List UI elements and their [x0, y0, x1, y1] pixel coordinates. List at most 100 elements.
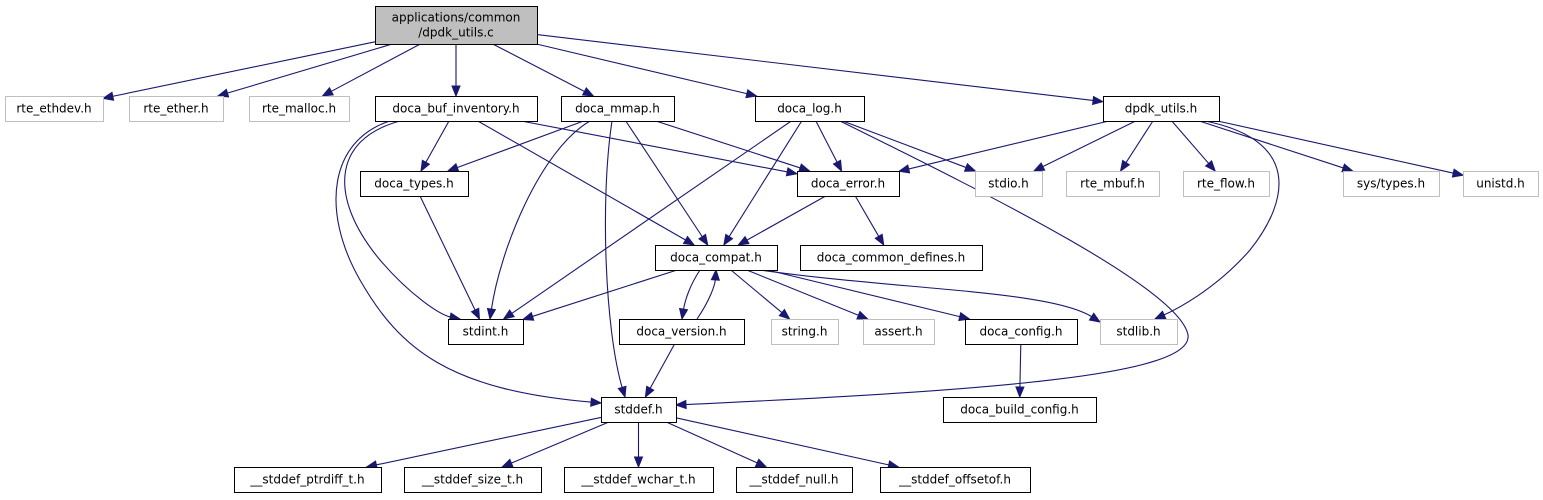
edge-dpdk_utils_h-to-stdio: [1032, 120, 1136, 172]
edge-line: [745, 195, 826, 242]
node-stddef-size[interactable]: __stddef_size_t.h: [404, 467, 542, 493]
node-doca-mmap[interactable]: doca_mmap.h: [561, 96, 675, 122]
node-box: [975, 171, 1043, 197]
node-label: rte_ethdev.h: [16, 102, 91, 116]
arrowhead-icon: [101, 91, 115, 101]
node-unistd: unistd.h: [1463, 171, 1539, 197]
node-dpdk-utils-h[interactable]: dpdk_utils.h: [1103, 96, 1220, 122]
arrowhead-icon: [1341, 163, 1354, 173]
node-box: [863, 319, 935, 345]
edge-root-to-rte_ether: [216, 43, 393, 98]
edge-line: [1199, 120, 1345, 169]
edge-doca_error-to-doca_common_defines: [854, 195, 885, 247]
arrowhead-icon: [723, 233, 734, 247]
node-stddef-wchar[interactable]: __stddef_wchar_t.h: [564, 467, 714, 493]
edge-line: [1125, 120, 1154, 164]
edge-line: [682, 269, 701, 311]
edge-stddef-to-stddef_size: [500, 421, 610, 468]
arrowhead-icon: [521, 311, 535, 321]
node-box: [234, 467, 382, 493]
node-box: [448, 319, 524, 345]
arrowhead-icon: [856, 310, 869, 320]
arrowhead-icon: [798, 163, 811, 173]
node-doca-types[interactable]: doca_types.h: [360, 171, 469, 197]
arrowhead-icon: [1153, 310, 1167, 320]
arrowhead-icon: [581, 86, 595, 97]
node-box: [943, 397, 1097, 423]
node-doca-version[interactable]: doca_version.h: [619, 319, 745, 345]
node-box: [1103, 96, 1220, 122]
node-box: [1463, 171, 1539, 197]
node-rte-ether: rte_ether.h: [129, 96, 224, 122]
node-label: assert.h: [874, 325, 922, 339]
node-label: doca_build_config.h: [960, 403, 1079, 417]
arrowhead-icon: [745, 88, 758, 99]
arrowhead-icon: [1451, 168, 1465, 178]
arrowhead-icon: [737, 235, 750, 246]
edge-dpdk_utils_h-to-sys_types: [1199, 120, 1354, 173]
node-label: doca_types.h: [374, 177, 453, 191]
edge-doca_compat-to-doca_version: [678, 269, 701, 321]
node-doca-build-config[interactable]: doca_build_config.h: [943, 397, 1097, 423]
node-label: unistd.h: [1476, 177, 1525, 191]
node-stddef-ptrdiff[interactable]: __stddef_ptrdiff_t.h: [234, 467, 382, 493]
node-sys-types: sys/types.h: [1343, 171, 1440, 197]
arrowhead-icon: [502, 309, 515, 320]
edges-layer: [101, 34, 1465, 470]
arrowhead-icon: [216, 88, 230, 98]
edge-line: [1041, 120, 1136, 168]
node-doca-error[interactable]: doca_error.h: [797, 171, 900, 197]
node-box: [5, 96, 104, 122]
node-stddef-null[interactable]: __stddef_null.h: [736, 467, 853, 493]
node-stddef-offsetof[interactable]: __stddef_offsetof.h: [880, 467, 1031, 493]
node-box: [755, 96, 865, 122]
node-box: [375, 96, 538, 122]
arrowhead-icon: [710, 268, 721, 281]
edge-line: [842, 120, 968, 169]
edge-doca_mmap-to-doca_types: [446, 120, 584, 172]
arrowhead-icon: [754, 458, 768, 468]
arrowhead-icon: [697, 233, 709, 247]
arrowhead-icon: [1015, 386, 1025, 399]
node-box: [771, 319, 839, 345]
node-label: applications/common: [392, 11, 521, 25]
arrowhead-icon: [682, 235, 696, 246]
node-label: rte_flow.h: [1197, 177, 1255, 191]
edge-doca_mmap-to-doca_compat: [625, 120, 709, 247]
edge-line: [111, 41, 376, 98]
node-label: doca_log.h: [777, 102, 842, 116]
edge-line: [1217, 120, 1455, 174]
node-label: string.h: [782, 325, 828, 339]
node-label: doca_config.h: [979, 325, 1062, 339]
node-label: doca_compat.h: [670, 251, 762, 265]
node-label: stdio.h: [988, 177, 1028, 191]
node-box: [655, 245, 778, 271]
edge-doca_compat-to-stdint: [521, 269, 678, 321]
node-box: [965, 319, 1078, 345]
node-doca-config[interactable]: doca_config.h: [965, 319, 1078, 345]
node-box: [601, 397, 677, 423]
edge-doca_compat-to-assert: [746, 269, 869, 320]
edge-doca_buf_inventory-to-doca_types: [420, 120, 450, 173]
node-stddef[interactable]: stddef.h: [601, 397, 677, 423]
node-box: [1183, 171, 1270, 197]
edge-line: [604, 120, 623, 389]
node-root[interactable]: applications/common/dpdk_utils.c: [375, 6, 538, 45]
node-assert: assert.h: [863, 319, 935, 345]
edge-doca_error-to-doca_compat: [737, 195, 826, 246]
node-label: doca_buf_inventory.h: [392, 102, 519, 116]
node-doca-buf-inventory[interactable]: doca_buf_inventory.h: [375, 96, 538, 122]
edge-line: [684, 120, 1189, 406]
arrowhead-icon: [321, 86, 334, 97]
node-doca-common-defines[interactable]: doca_common_defines.h: [800, 245, 983, 271]
node-doca-compat[interactable]: doca_compat.h: [655, 245, 778, 271]
node-rte-ethdev: rte_ethdev.h: [5, 96, 104, 122]
node-stdint[interactable]: stdint.h: [448, 319, 524, 345]
edge-doca_log-to-stdint: [502, 120, 792, 320]
node-stdlib: stdlib.h: [1100, 319, 1178, 345]
edge-doca_version-to-stddef: [644, 343, 676, 399]
node-doca-log[interactable]: doca_log.h: [755, 96, 865, 122]
arrowhead-icon: [617, 385, 627, 399]
edge-line: [730, 269, 783, 314]
arrowhead-icon: [633, 456, 644, 469]
